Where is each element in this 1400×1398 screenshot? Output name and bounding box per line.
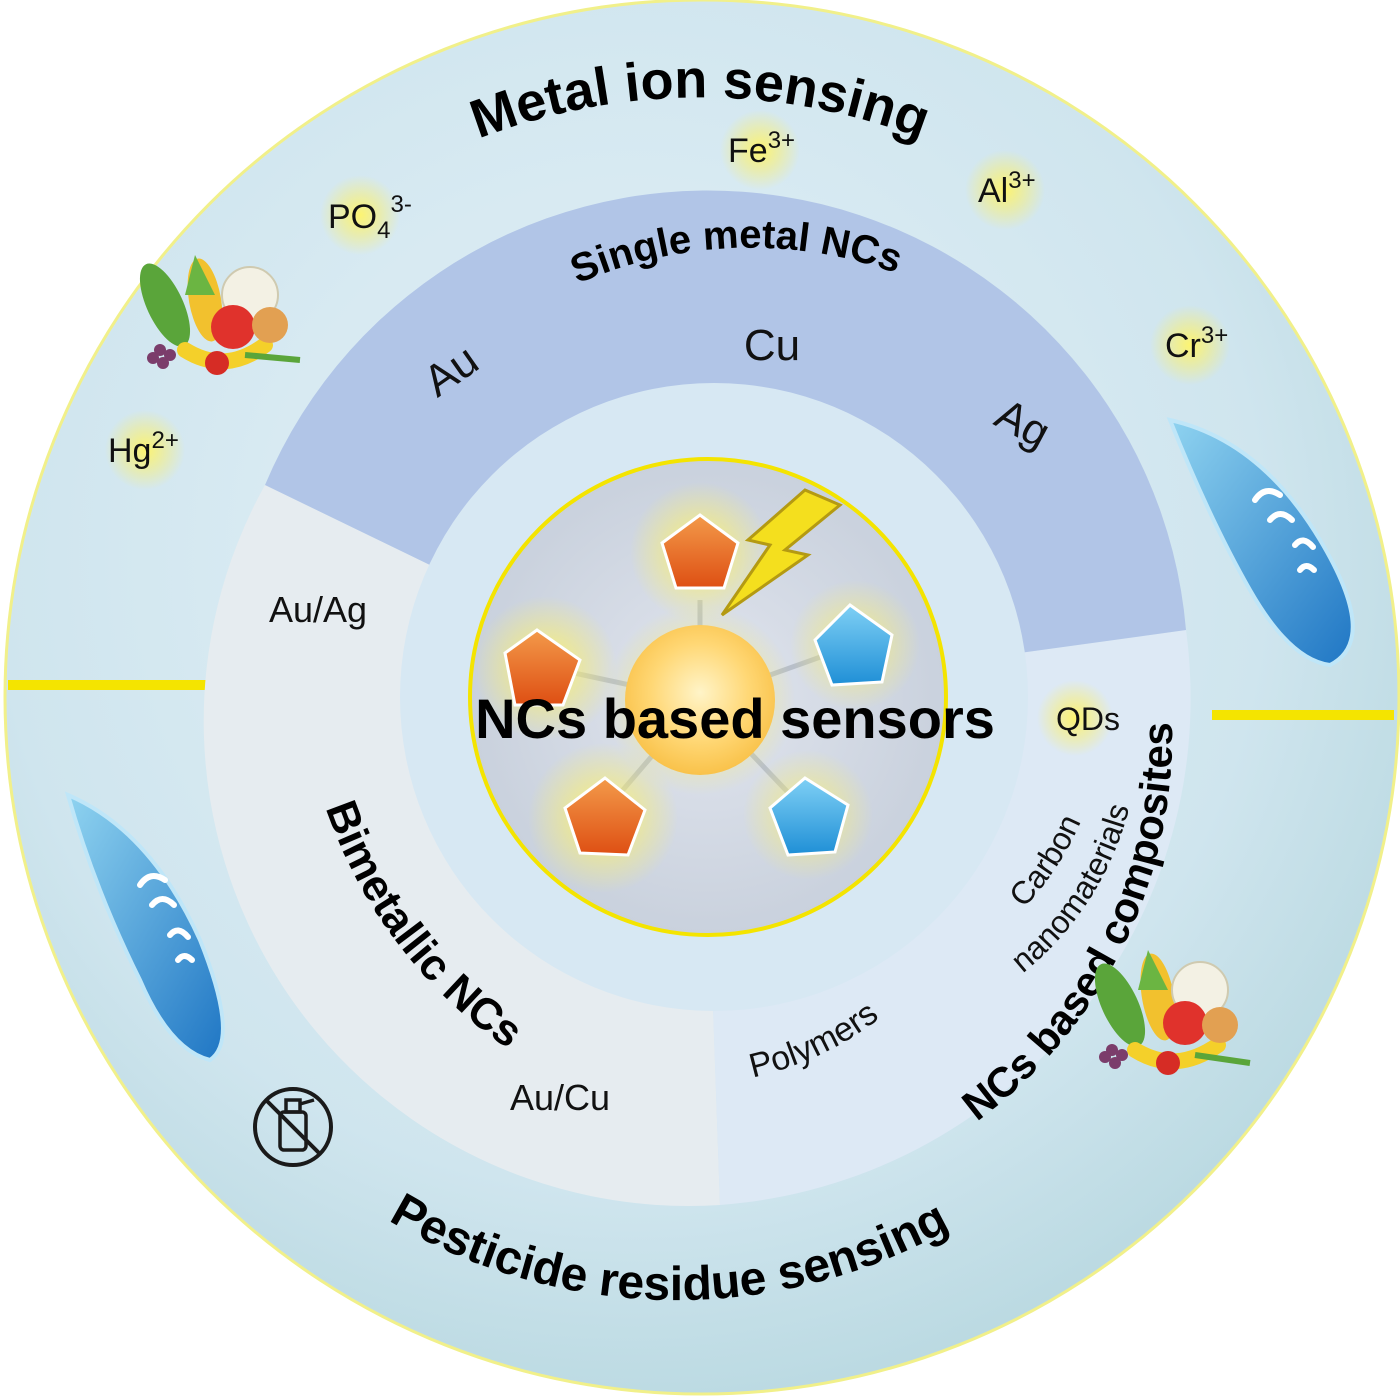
pentagon-orange-left	[473, 596, 617, 740]
ion-po4: PO43-	[328, 191, 412, 244]
vegetables-icon	[139, 255, 301, 375]
ion-hg: Hg2+	[108, 427, 179, 470]
composite-item-qds: QDs	[1056, 701, 1120, 737]
divider-right	[1212, 710, 1394, 720]
qds-glow	[1037, 680, 1113, 756]
pentagon-orange-top	[630, 482, 770, 622]
central-sphere	[625, 625, 775, 775]
water-splash-icon	[64, 791, 225, 1063]
water-splash-icon	[1166, 417, 1355, 668]
pentagon-blue-right	[790, 580, 920, 710]
vegetables-icon	[1094, 950, 1251, 1075]
lightning-bolt-icon	[720, 488, 843, 617]
ion-cr: Cr3+	[1165, 322, 1228, 365]
bimetallic-au-cu: Au/Cu	[510, 1077, 610, 1118]
ion-glows	[105, 110, 1230, 490]
divider-left	[8, 680, 208, 690]
single-metal-cu: Cu	[744, 321, 800, 370]
bimetallic-au-ag: Au/Ag	[269, 589, 367, 630]
pentagon-orange-bottom	[528, 743, 678, 893]
no-pesticide-spray-icon	[253, 1087, 333, 1167]
ion-al: Al3+	[978, 167, 1036, 210]
pentagon-blue-bottom	[743, 750, 873, 880]
center-title: NCs based sensors	[475, 687, 995, 750]
ion-fe: Fe3+	[728, 127, 795, 170]
